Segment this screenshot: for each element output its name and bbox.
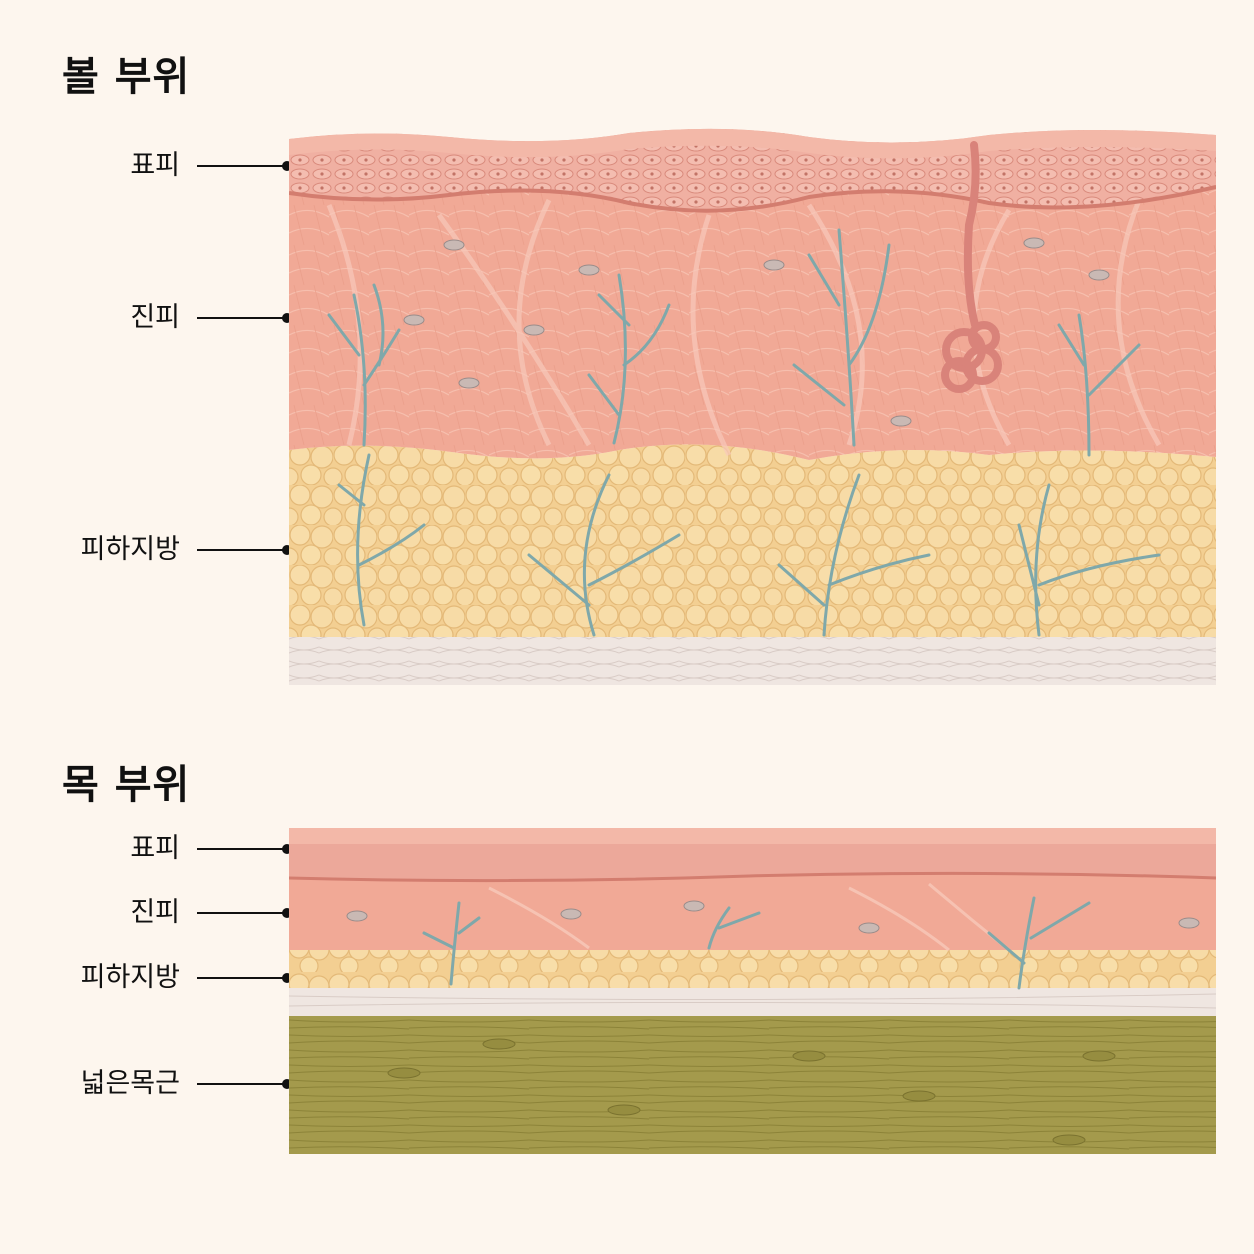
- neck-fascia-layer: [289, 988, 1216, 1016]
- cheek-fat-layer: [289, 444, 1216, 637]
- neck-leader-dermis: [197, 908, 292, 918]
- neck-label-subcutaneous-fat: 피하지방: [80, 962, 180, 993]
- cheek-label-epidermis: 표피: [130, 150, 180, 181]
- neck-fat-layer: [289, 948, 1216, 988]
- cheek-title: 볼 부위: [62, 54, 191, 100]
- neck-leader-epidermis: [197, 844, 292, 854]
- neck-label-epidermis: 표피: [130, 833, 180, 864]
- neck-label-dermis: 진피: [130, 897, 180, 928]
- cheek-leader-subcutaneous-fat: [197, 545, 292, 555]
- neck-leader-platysma: [197, 1079, 292, 1089]
- cheek-leader-dermis: [197, 313, 292, 323]
- neck-title: 목 부위: [62, 762, 191, 808]
- neck-platysma-layer: [289, 1016, 1216, 1154]
- cheek-leader-epidermis: [197, 161, 292, 171]
- neck-skin-cross-section: [289, 828, 1216, 1154]
- neck-label-platysma: 넓은목근: [80, 1068, 180, 1099]
- cheek-label-subcutaneous-fat: 피하지방: [80, 534, 180, 565]
- cheek-dermis-layer: [289, 187, 1216, 460]
- cheek-sweat-gland: [941, 141, 1002, 393]
- cheek-label-dermis: 진피: [130, 302, 180, 333]
- cheek-skin-cross-section: [289, 128, 1216, 685]
- cheek-fascia-layer: [289, 633, 1216, 685]
- neck-leader-subcutaneous-fat: [197, 973, 292, 983]
